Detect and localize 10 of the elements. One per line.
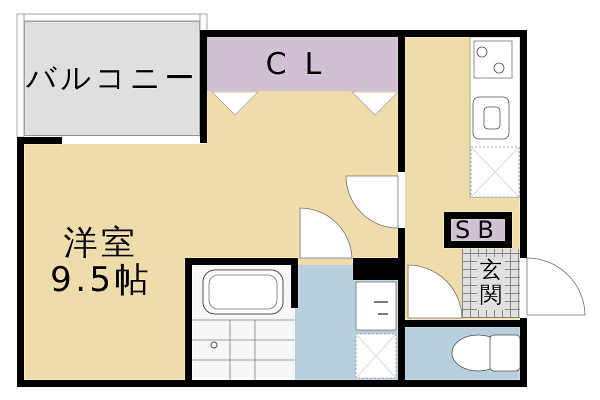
entrance-area [462, 249, 520, 318]
closet-area [207, 37, 398, 91]
shoe-storage-area [444, 212, 512, 248]
room-label: バルコニー [26, 62, 198, 95]
balcony-area [24, 21, 200, 136]
room-label: 9.5帖 [50, 262, 152, 300]
room-label: 洋室 [64, 224, 138, 262]
room-label: SB [454, 216, 502, 244]
room-label: CL [266, 48, 340, 80]
room-label: 玄関 [477, 257, 505, 310]
